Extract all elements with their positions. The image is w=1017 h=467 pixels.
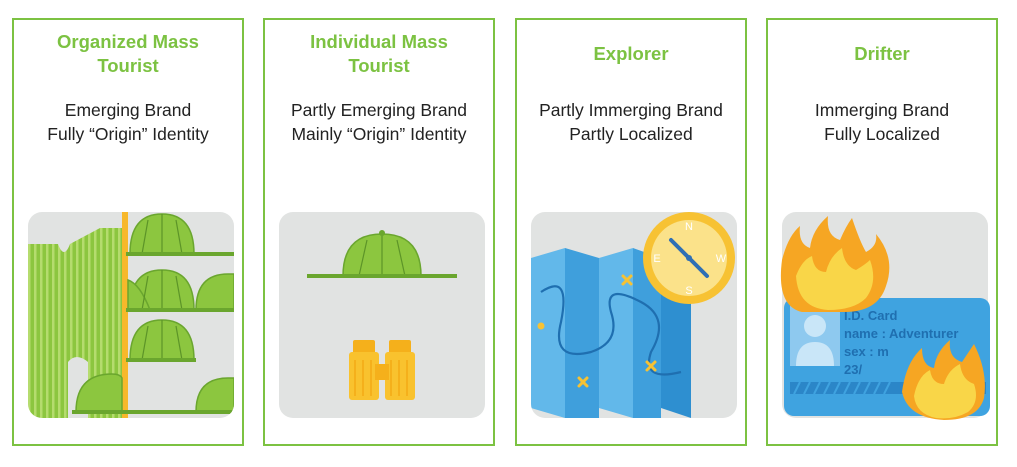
compass-east-label: E [653, 253, 660, 265]
title-line-1: Drifter [854, 43, 910, 64]
id-card-title: I.D. Card [844, 308, 898, 323]
caps-and-flag-icon [28, 212, 234, 418]
desc-line-1: Immerging Brand [814, 100, 950, 120]
map-and-compass-icon: N W E S [531, 212, 737, 418]
desc-line-2: Partly Localized [569, 124, 693, 144]
card-description: Immerging Brand Fully Localized [768, 98, 996, 146]
card-explorer: Explorer Partly Immerging Brand Partly L… [515, 18, 747, 446]
id-card-name: name : Adventurer [844, 326, 958, 341]
compass-west-label: W [716, 253, 727, 265]
desc-line-1: Emerging Brand [64, 100, 192, 120]
burning-id-card-icon: I.D. Card name : Adventurer sex : m 23/ [780, 212, 990, 420]
card-description: Partly Emerging Brand Mainly “Origin” Id… [265, 98, 493, 146]
compass-north-label: N [685, 221, 693, 233]
desc-line-1: Partly Immerging Brand [539, 100, 723, 120]
desc-line-2: Mainly “Origin” Identity [291, 124, 467, 144]
compass-south-label: S [685, 285, 692, 297]
title-line-1: Explorer [593, 43, 669, 64]
desc-line-2: Fully “Origin” Identity [47, 124, 209, 144]
card-description: Emerging Brand Fully “Origin” Identity [14, 98, 242, 146]
title-line-1: Organized Mass [57, 31, 199, 52]
desc-line-1: Partly Emerging Brand [290, 100, 468, 120]
title-line-1: Individual Mass [310, 31, 448, 52]
card-drifter: Drifter Immerging Brand Fully Localized … [766, 18, 998, 446]
desc-line-2: Fully Localized [824, 124, 940, 144]
id-card-date: 23/ [844, 362, 862, 377]
card-description: Partly Immerging Brand Partly Localized [517, 98, 745, 146]
id-card-sex: sex : m [844, 344, 889, 359]
cap-and-binoculars-icon [279, 212, 485, 418]
title-line-2: Tourist [97, 55, 159, 76]
card-title: Drifter [768, 28, 996, 80]
card-title: Explorer [517, 28, 745, 80]
title-line-2: Tourist [348, 55, 410, 76]
